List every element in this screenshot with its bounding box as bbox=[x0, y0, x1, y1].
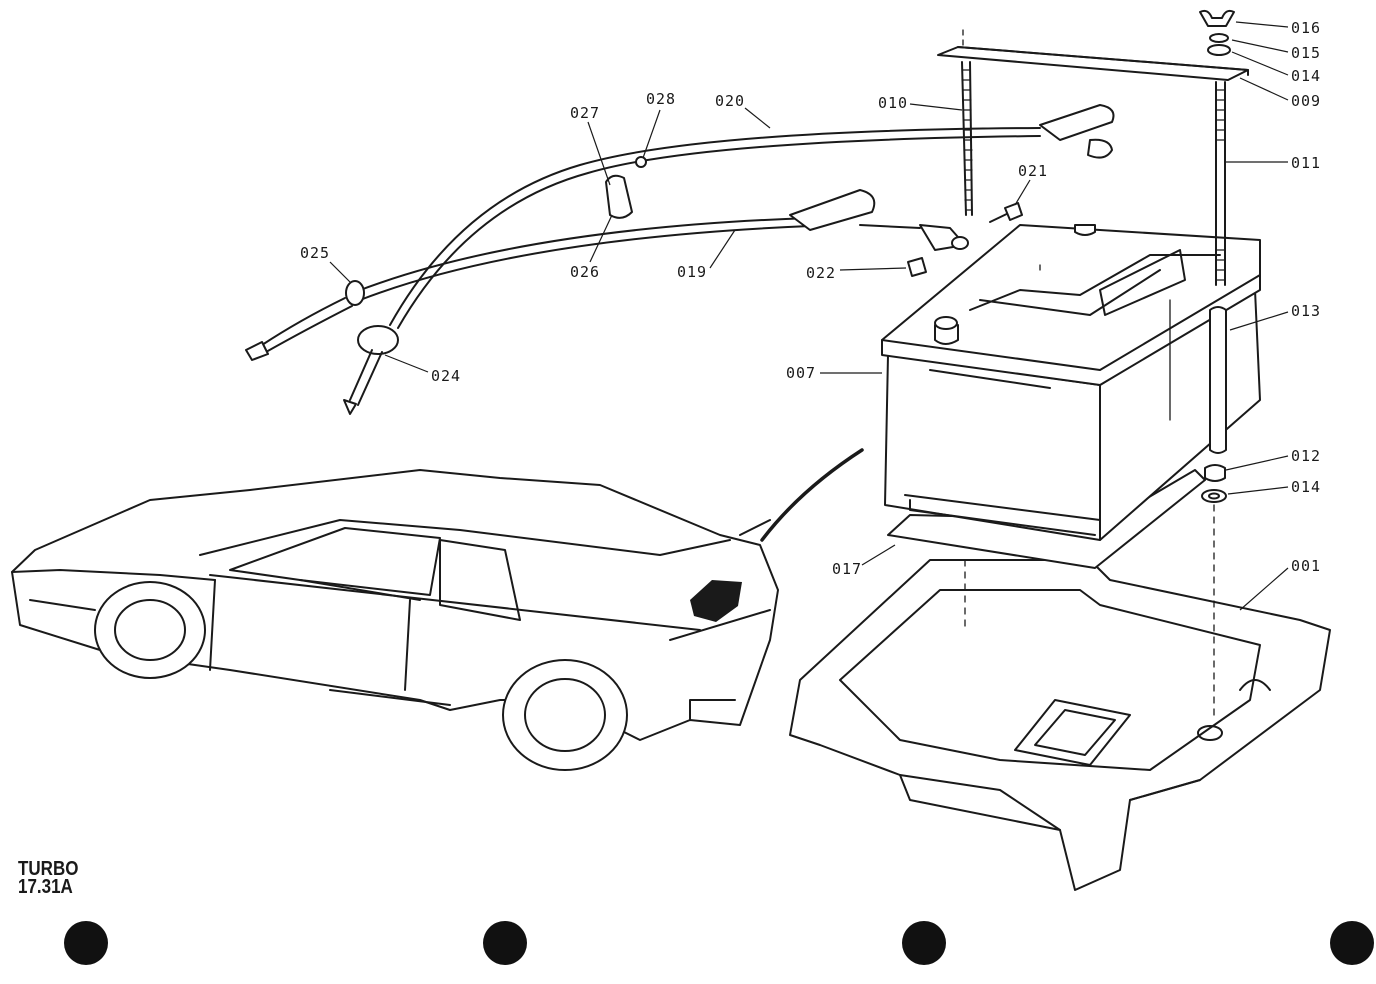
battery-tray bbox=[789, 559, 1331, 891]
punch-hole-icon bbox=[64, 921, 108, 965]
punch-hole-icon bbox=[1330, 921, 1374, 965]
callout-021: 021 bbox=[1018, 162, 1048, 180]
figure-label-number: 17.31A bbox=[18, 876, 73, 898]
punch-hole-icon bbox=[902, 921, 946, 965]
callout-019: 019 bbox=[677, 263, 707, 281]
callout-007: 007 bbox=[786, 364, 816, 382]
callout-022: 022 bbox=[806, 264, 836, 282]
callout-017: 017 bbox=[832, 560, 862, 578]
callout-026: 026 bbox=[570, 263, 600, 281]
callout-014-bottom: 014 bbox=[1291, 478, 1321, 496]
callout-001: 001 bbox=[1291, 557, 1321, 575]
figure-reference-label: TURBO 17.31A bbox=[18, 858, 79, 898]
callout-016: 016 bbox=[1291, 19, 1321, 37]
battery-cables bbox=[245, 104, 1115, 415]
callout-024: 024 bbox=[431, 367, 461, 385]
figure-label-model: TURBO bbox=[18, 858, 79, 880]
callout-028: 028 bbox=[646, 90, 676, 108]
callout-010: 010 bbox=[878, 94, 908, 112]
car-illustration bbox=[11, 448, 864, 771]
callout-012: 012 bbox=[1291, 447, 1321, 465]
callout-027: 027 bbox=[570, 104, 600, 122]
callout-014-top: 014 bbox=[1291, 67, 1321, 85]
callout-leaders bbox=[329, 21, 1289, 611]
punch-hole-icon bbox=[483, 921, 527, 965]
callout-020: 020 bbox=[715, 92, 745, 110]
callout-013: 013 bbox=[1291, 302, 1321, 320]
battery-clamp bbox=[937, 9, 1249, 721]
callout-009: 009 bbox=[1291, 92, 1321, 110]
callout-011: 011 bbox=[1291, 154, 1321, 172]
callout-labels: 016 015 014 009 011 013 012 014 001 010 … bbox=[300, 19, 1321, 578]
callout-025: 025 bbox=[300, 244, 330, 262]
callout-015: 015 bbox=[1291, 44, 1321, 62]
